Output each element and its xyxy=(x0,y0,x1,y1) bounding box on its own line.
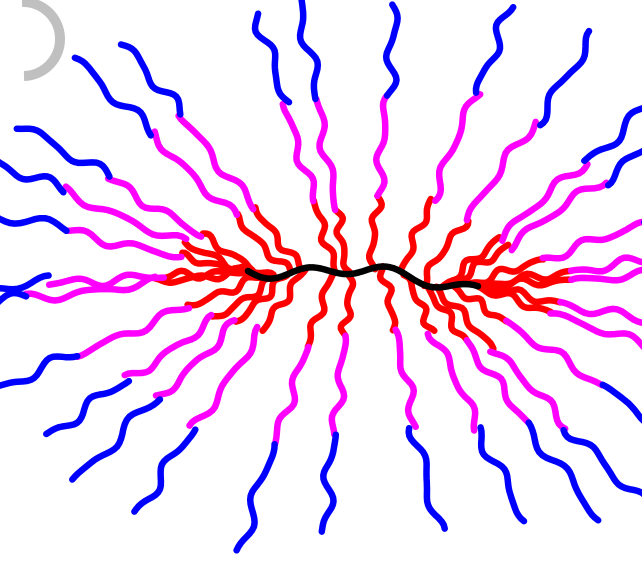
middle-segment xyxy=(275,347,308,445)
outer-segment xyxy=(300,0,318,99)
partial-ring-shape xyxy=(22,2,60,76)
outer-segment xyxy=(121,45,180,115)
middle-segment xyxy=(396,330,416,427)
outer-segment xyxy=(75,58,151,136)
inner-segment xyxy=(400,199,431,271)
outer-segment xyxy=(17,129,110,177)
inner-segment xyxy=(380,266,395,330)
outer-segment xyxy=(134,430,195,512)
outer-segment xyxy=(409,428,445,528)
backbone-layer xyxy=(248,267,478,288)
inner-segment xyxy=(369,196,382,269)
middle-segment xyxy=(283,104,314,201)
outer-segment xyxy=(322,435,336,532)
outer-segment xyxy=(255,14,289,103)
outer-segment xyxy=(540,31,589,125)
middle-segment xyxy=(467,122,536,220)
inner-segment xyxy=(314,201,335,273)
outer-segment xyxy=(0,154,63,193)
outer-segment xyxy=(603,385,642,458)
outer-segment xyxy=(584,91,642,161)
outer-segment xyxy=(0,203,66,231)
inner-segment xyxy=(308,272,334,347)
inner-segment xyxy=(341,273,353,335)
inner-segment xyxy=(335,210,351,274)
middle-segment xyxy=(543,222,642,258)
middle-segment xyxy=(108,179,201,237)
middle-segment xyxy=(571,254,642,271)
middle-segment xyxy=(332,336,346,435)
outer-segment xyxy=(386,5,397,96)
middle-segment xyxy=(316,99,335,210)
outer-segment xyxy=(0,293,26,320)
outer-segment xyxy=(46,381,129,434)
outer-segment xyxy=(481,427,524,521)
middle-segment xyxy=(428,334,475,431)
middle-segment xyxy=(49,275,164,286)
middle-segment xyxy=(502,164,587,241)
outer-segment xyxy=(529,423,599,521)
middle-segment xyxy=(125,315,212,375)
outer-segment xyxy=(476,7,513,92)
outer-segment xyxy=(0,356,77,395)
middle-segment xyxy=(435,94,480,201)
outer-segment xyxy=(237,444,275,550)
middle-segment xyxy=(179,116,254,209)
middle-segment xyxy=(376,96,387,196)
backbone-chain xyxy=(248,267,478,288)
inner-segment xyxy=(451,245,509,285)
brush-arms xyxy=(0,0,642,550)
